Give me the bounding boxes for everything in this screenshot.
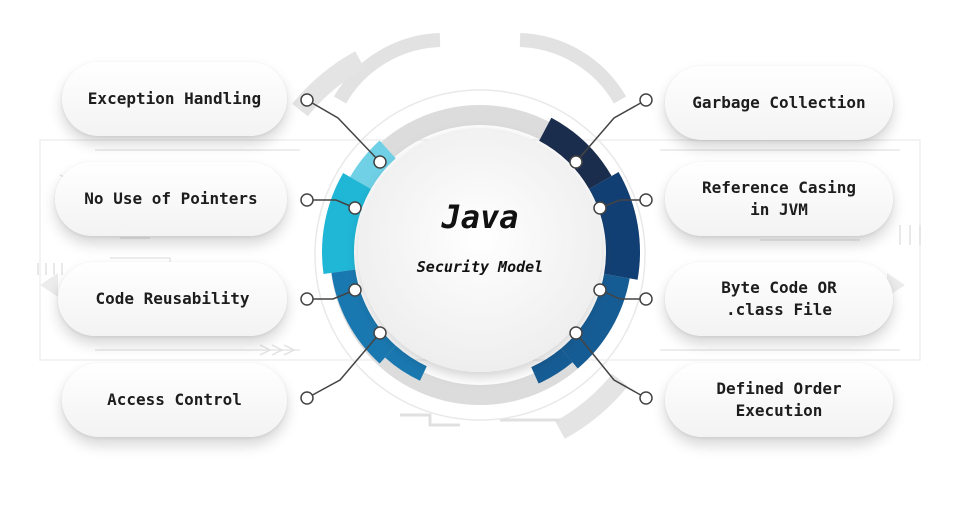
center-subtitle: Security Model [416, 258, 544, 276]
pill-exception-handling: Exception Handling [62, 62, 287, 136]
pill-no-use-of-pointers: No Use of Pointers [55, 162, 287, 236]
connector-lines [306, 99, 647, 399]
segment-right-3 [560, 273, 630, 369]
pill-label: Byte Code OR .class File [721, 278, 837, 319]
connector-reference-casing [599, 199, 646, 209]
pill-label: Code Reusability [95, 289, 250, 308]
segment-left-2 [322, 173, 371, 274]
connector-access-control [306, 332, 381, 399]
segment-right-4 [531, 348, 573, 384]
pill-access-control: Access Control [62, 363, 287, 437]
connector-nodes [300, 93, 653, 405]
connector-garbage-collection [575, 99, 647, 163]
pill-reference-casing: Reference Casing in JVM [665, 162, 893, 236]
segment-left-4 [384, 345, 427, 381]
outer-ring [314, 89, 646, 421]
pill-label: Exception Handling [87, 89, 262, 108]
pill-byte-code: Byte Code OR .class File [665, 262, 893, 336]
pill-label: Access Control [107, 390, 242, 409]
connector-byte-code [599, 289, 646, 300]
segment-left-1 [350, 140, 396, 189]
pill-label: Reference Casing in JVM [701, 178, 857, 219]
pill-garbage-collection: Garbage Collection [665, 66, 893, 140]
connector-no-pointers [307, 199, 356, 209]
center-title: Java [441, 198, 519, 236]
pill-label: Defined Order Execution [716, 379, 842, 420]
pill-code-reusability: Code Reusability [58, 262, 287, 336]
pill-label: No Use of Pointers [84, 189, 258, 208]
segment-right-2 [589, 172, 640, 280]
pill-defined-order-execution: Defined Order Execution [665, 363, 893, 437]
center-disk [358, 128, 602, 372]
connector-exception-handling [306, 99, 381, 163]
segment-right-1 [539, 117, 612, 189]
connector-defined-order [575, 332, 647, 399]
pill-label: Garbage Collection [692, 93, 866, 112]
connector-code-reusability [307, 289, 356, 300]
